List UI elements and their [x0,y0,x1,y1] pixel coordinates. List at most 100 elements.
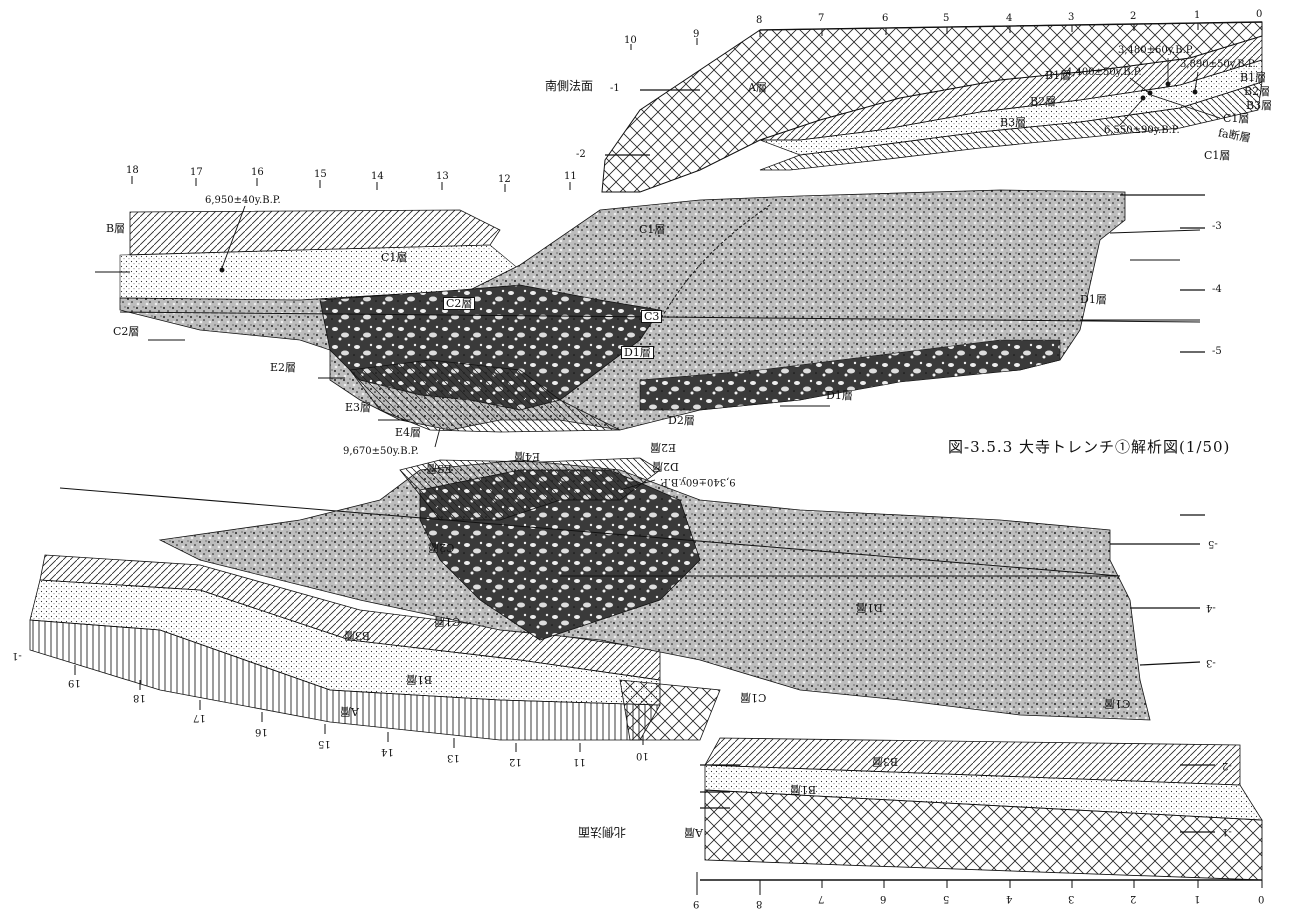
north-depth-left-1: -1 [12,650,22,661]
north-label-c2-text: C2層 [428,541,455,554]
south-label-c2-mid: C2層 [443,297,476,310]
south-label-d1-mid: D1層 [621,346,654,359]
north-label-b1-text: B1層 [406,673,433,686]
north-label-a-text: A層 [340,705,359,718]
south-scale-15: 15 [314,169,327,180]
south-fault-line [659,204,771,321]
north-label-c2: C2層 [428,541,455,554]
north-scale-4: 4 [1006,893,1013,904]
north-scale-15: 15 [318,738,331,749]
north-scale-2-text: 2 [1130,893,1137,904]
north-scale-16: 16 [255,726,268,737]
north-label-b1: B1層 [406,673,433,686]
north-depth-2-text: -2 [1222,760,1232,771]
south-label-b2: B2層 [1030,95,1057,108]
south-scale-18: 18 [126,165,139,176]
north-depth-4-text: -4 [1206,602,1216,613]
south-label-e2: E2層 [270,361,297,374]
south-layer-b3 [759,81,1263,171]
north-label-b3: B3層 [344,629,371,642]
north-layer-e [399,457,661,521]
north-depth-1: -1 [1222,826,1232,837]
date-6950: 6,950±40y.B.P. [205,195,281,206]
south-label-b3: B3層 [1000,116,1027,129]
south-layer-d1-lower [639,339,1061,411]
north-label-a: A層 [340,705,359,718]
north-label-c1-text: C1層 [434,615,461,628]
north-depth-2: -2 [1222,760,1232,771]
north-date-9340-text: 9,340±60y.B.P. [660,476,736,487]
south-scale-7: 7 [818,13,825,24]
north-scale-13: 13 [447,752,460,763]
south-label-e4: E4層 [395,426,422,439]
north-label-e2: E2層 [650,441,676,454]
south-scale-16: 16 [251,167,264,178]
south-depth-4: -4 [1212,284,1222,295]
north-label-b3-lower-text: B3層 [872,755,899,768]
north-scale-7: 7 [818,893,825,904]
south-scale-1: 1 [1194,10,1201,21]
north-label-b3-text: B3層 [344,629,371,642]
south-layer-e [349,359,621,433]
north-scale-16-text: 16 [255,726,268,737]
date-3890: 3,890±50y.B.P. [1180,59,1256,70]
north-scale-9-text: 9 [693,898,700,909]
north-scale-12: 12 [509,756,522,767]
north-label-b3-lower: B3層 [872,755,899,768]
south-scale-5: 5 [943,13,950,24]
north-scale-5: 5 [943,893,949,904]
south-scale-17: 17 [190,167,203,178]
north-depth-left-1-text: -1 [12,650,22,661]
north-scale-8: 8 [756,898,762,909]
north-scale-17-text: 17 [193,712,206,723]
north-scale-12-text: 12 [509,756,522,767]
north-label-c1c: C1層 [1104,697,1131,710]
date-4400: 4,400±50y.B.P. [1066,67,1142,78]
north-label-e4-text: E4層 [514,450,541,463]
north-scale-2: 2 [1130,893,1137,904]
north-scale-9: 9 [693,898,700,909]
north-depth-1-text: -1 [1222,826,1232,837]
north-scale-10: 10 [636,750,649,761]
south-scale-6: 6 [882,13,889,24]
south-label-b3-right: B3層 [1246,99,1273,112]
north-scale-0: 0 [1258,893,1265,904]
date-9670: 9,670±50y.B.P. [343,446,419,457]
north-scale-19: 19 [68,677,81,688]
south-scale-0: 0 [1256,9,1263,20]
north-scale-14: 14 [381,746,394,757]
south-label-c2-left: C2層 [113,325,140,338]
north-scale-14-text: 14 [381,746,394,757]
north-scale-4-text: 4 [1006,893,1013,904]
south-label-e3: E3層 [345,401,372,414]
north-label-c1: C1層 [434,615,461,628]
north-depth-5: -5 [1208,538,1218,549]
north-wall-title-text: 北側法面 [578,825,627,839]
north-scale-18-text: 18 [133,692,146,703]
north-label-c1b: C1層 [740,691,766,704]
north-label-a-lower: A層 [684,826,703,839]
south-label-b-left: B層 [106,222,126,235]
north-scale-6: 6 [880,893,886,904]
south-scale-9: 9 [693,29,700,40]
north-scale-0-text: 0 [1258,893,1265,904]
south-depth-3: -3 [1212,221,1222,232]
north-depth-5-text: -5 [1208,538,1218,549]
north-scale-10-text: 10 [636,750,649,761]
south-label-b1: B1層 [1045,69,1072,82]
south-label-d2: D2層 [668,414,695,427]
south-label-c1-right2: C1層 [1204,149,1231,162]
north-scale-11-text: 11 [573,756,586,767]
south-depth-2: -2 [576,149,586,160]
north-layer-b3-lower [704,737,1241,786]
north-label-c1c-text: C1層 [1104,697,1131,710]
north-scale-7-text: 7 [818,893,825,904]
north-cross-block [619,679,721,741]
north-label-e3-text: E3層 [426,462,453,475]
south-scale-12: 12 [498,174,511,185]
south-scale-11: 11 [564,171,577,182]
south-label-a: A層 [748,81,767,94]
date-3480: 3,480±60y.B.P. [1118,45,1194,56]
north-label-e3: E3層 [426,462,453,475]
